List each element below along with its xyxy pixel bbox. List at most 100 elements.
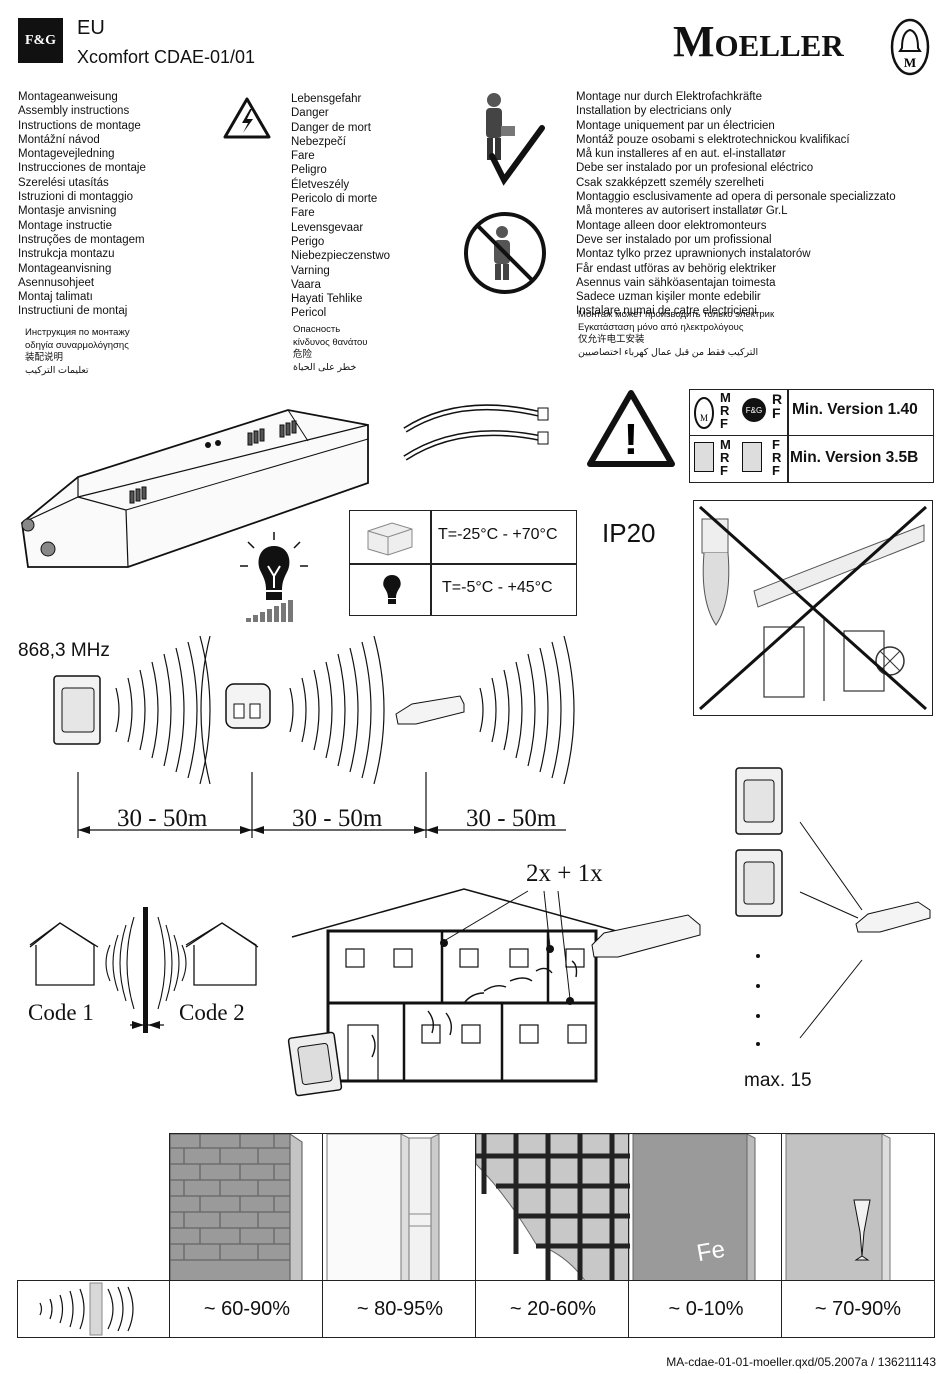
instruction-title: Istruzioni di montaggio <box>18 191 134 204</box>
code-1-label: Code 1 <box>28 1000 94 1025</box>
instruction-title: Montageanweisung <box>18 91 118 103</box>
fg-logo-text: F&G <box>24 32 57 48</box>
house-installation-illustration <box>287 885 718 1100</box>
min-version-2: Min. Version 3.5B <box>790 449 919 466</box>
electrician-note: Deve ser instalado por um profissional <box>576 233 772 246</box>
frf-letters: F R F <box>772 437 782 478</box>
danger-word: κίνδυνος θανάτου <box>293 336 368 348</box>
danger-word: Fare <box>291 150 315 163</box>
instructions-list: Montageanweisung Assembly instructions I… <box>18 90 146 319</box>
danger-word: Danger de mort <box>291 121 371 134</box>
dimmable-bulb-icon <box>238 530 333 630</box>
danger-word: Fare <box>291 207 315 220</box>
fg-small-logo: F&G <box>742 398 766 422</box>
instructions-list-small: Инструкция по монтажу οδηγία συναρμολόγη… <box>25 327 130 377</box>
instruction-title: Asennusohjeet <box>18 276 95 289</box>
min-version-1: Min. Version 1.40 <box>792 401 918 418</box>
danger-word: Vaara <box>291 278 321 291</box>
danger-word: Опасность <box>293 324 341 335</box>
instruction-title: 装配说明 <box>25 352 64 364</box>
danger-list-small: Опасность κίνδυνος θανάτου 危险 خطر على ال… <box>293 324 367 374</box>
instruction-title: Instruções de montagem <box>18 233 145 246</box>
danger-word: Életveszély <box>291 178 350 191</box>
electrician-note: Εγκατάσταση μόνο από ηλεκτρολόγους <box>578 321 744 333</box>
version-divider <box>787 390 789 435</box>
instruction-title: Инструкция по монтажу <box>25 327 130 338</box>
electrician-note: Montaggio esclusivamente ad opera di per… <box>576 191 896 204</box>
range-3: 30 - 50m <box>466 805 557 832</box>
max-devices-illustration <box>730 762 940 1067</box>
version-divider <box>787 436 789 482</box>
danger-list: Lebensgefahr Danger Danger de mort Nebez… <box>291 92 390 321</box>
instruction-title: Montageanvisning <box>18 262 112 275</box>
danger-word: Danger <box>291 107 329 120</box>
electrician-note: Csak szakképzett személy szerelheti <box>576 176 764 189</box>
instruction-title: Assembly instructions <box>18 105 130 118</box>
danger-word: Pericolo di morte <box>291 193 378 206</box>
general-warning-icon: ! <box>586 388 676 473</box>
fe-label: Fe <box>694 1235 728 1268</box>
electrician-note: Montage nur durch Elektrofachkräfte <box>576 91 763 103</box>
electrician-note: 仅允许电工安装 <box>578 334 645 346</box>
danger-word: Peligro <box>291 164 327 177</box>
electrician-note: Må kun installeres af en aut. el-install… <box>576 148 786 161</box>
not-for-fluorescent-panel <box>693 500 933 716</box>
operation-temperature: T=-5°C - +45°C <box>442 579 553 596</box>
bell-letter: M <box>904 55 916 70</box>
actuator-device-illustration <box>18 405 378 600</box>
code-separation-illustration <box>18 905 268 1040</box>
high-voltage-warning-icon <box>222 96 272 145</box>
fg-logo: F&G <box>18 18 63 63</box>
instruction-title: Instructiuni de montaj <box>18 305 128 318</box>
electrician-note: Монтаж может производить только электрик <box>578 309 775 320</box>
range-dimensions <box>70 770 570 845</box>
attenuation-concrete: ~ 20-60% <box>475 1280 630 1338</box>
danger-word: Lebensgefahr <box>291 93 362 105</box>
instruction-title: تعليمات التركيب <box>25 364 89 376</box>
cable-ties-illustration <box>400 400 560 475</box>
storage-temperature: T=-25°C - +70°C <box>438 526 558 543</box>
moeller-bell-icon: M <box>693 395 715 436</box>
instruction-title: Instrukcja montazu <box>18 248 115 261</box>
attenuation-brick: ~ 60-90% <box>169 1280 324 1338</box>
rf-letters: R F <box>772 391 783 421</box>
material-reinforced-concrete <box>475 1133 630 1281</box>
danger-word: Perigo <box>291 235 325 248</box>
svg-text:M: M <box>700 413 708 423</box>
electrician-note: Montáž pouze osobami s elektrotechnickou… <box>576 133 850 146</box>
electrician-note: Debe ser instalado por un profesional el… <box>576 162 814 175</box>
instruction-title: Montagevejledning <box>18 148 115 161</box>
material-metal: Fe <box>628 1133 783 1281</box>
electrician-note: Får endast utföras av behörig elektriker <box>576 262 777 275</box>
storage-box-icon <box>364 519 416 562</box>
non-electrician-prohibited-icon <box>462 210 548 301</box>
electrician-note: التركيب فقط من قبل عمال كهرباء اختصاصيين <box>578 346 759 358</box>
house-label: 2x + 1x <box>526 860 603 887</box>
material-wood <box>322 1133 477 1281</box>
code-2-label: Code 2 <box>179 1000 245 1025</box>
danger-word: Pericol <box>291 307 327 320</box>
max-devices-label: max. 15 <box>744 1070 812 1091</box>
footer-document-id: MA-cdae-01-01-moeller.qxd/05.2007a / 136… <box>666 1355 936 1369</box>
material-glass <box>781 1133 935 1281</box>
material-table: Fe ~ 60-90% ~ 80-95% ~ 20-60% ~ 0-10% ~ … <box>17 1133 935 1338</box>
electrician-notes-small: Монтаж может производить только электрик… <box>578 309 774 359</box>
danger-word: Levensgevaar <box>291 221 364 234</box>
electrician-note: Instalare numai de catre electricieni <box>576 305 757 318</box>
material-brick <box>169 1133 324 1281</box>
instruction-title: Montážní návod <box>18 133 100 146</box>
danger-word: 危险 <box>293 349 313 361</box>
instruction-title: Montasje anvisning <box>18 205 117 218</box>
electrician-note: Montaz tylko przez uprawnionych instalat… <box>576 248 811 261</box>
moeller-bell-icon: M <box>890 18 930 76</box>
svg-text:!: ! <box>624 415 639 464</box>
electrician-note: Montage alleen door elektromonteurs <box>576 219 767 232</box>
instruction-title: Montaj talimatı <box>18 291 93 304</box>
display-unit-icon <box>694 442 714 472</box>
attenuation-wood: ~ 80-95% <box>322 1280 477 1338</box>
operation-bulb-icon <box>374 569 410 614</box>
version-table: M M R F F&G R F Min. Version 1.40 M R F … <box>689 389 934 483</box>
electrician-approved-icon <box>470 88 550 193</box>
frequency-label: 868,3 MHz <box>18 640 110 661</box>
danger-word: Varning <box>291 264 330 277</box>
